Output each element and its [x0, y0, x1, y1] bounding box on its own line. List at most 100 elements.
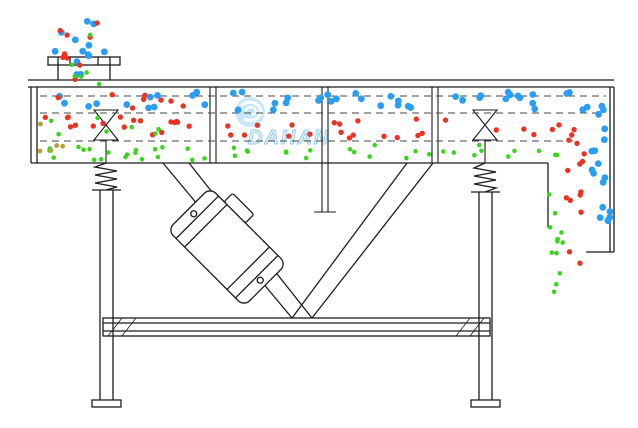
particle-red — [394, 134, 400, 141]
particle-blue — [601, 125, 609, 133]
particle-green — [76, 144, 81, 150]
particle-green — [185, 146, 190, 151]
particle-red — [94, 20, 100, 26]
particle-red — [549, 126, 556, 133]
particle-blue — [387, 93, 395, 100]
watermark-logo-swirl — [239, 100, 263, 122]
particle-green — [559, 230, 564, 235]
right-coil-spring — [471, 162, 499, 193]
particle-blue — [93, 100, 100, 107]
cross-beam — [102, 317, 491, 337]
particle-yellow — [48, 148, 54, 154]
particle-red — [130, 117, 137, 124]
deck-rib-plates — [209, 87, 439, 213]
particle-green — [347, 146, 353, 152]
particle-green — [536, 148, 542, 154]
right-spring-mount — [471, 109, 499, 163]
particle-green — [551, 289, 557, 295]
particle-green — [372, 142, 378, 148]
particle-blue — [595, 110, 602, 118]
particle-red — [567, 197, 573, 204]
particle-red — [563, 195, 570, 201]
particle-blue — [590, 170, 597, 177]
particle-green — [232, 153, 238, 158]
particle-green — [124, 152, 130, 157]
particle-blue — [315, 97, 322, 104]
particle-red — [158, 97, 164, 103]
particle-blue — [531, 105, 539, 113]
motor-terminal-box — [224, 193, 254, 223]
structure-lines — [28, 56, 615, 408]
particle-red — [72, 122, 79, 128]
particle-red — [64, 114, 71, 121]
particle-red — [55, 94, 61, 101]
particle-green — [476, 142, 482, 148]
particle-blue — [596, 214, 604, 222]
particle-green — [152, 147, 158, 152]
particle-red — [64, 32, 70, 38]
particle-green — [87, 32, 93, 38]
particle-green — [303, 155, 309, 161]
particle-red — [581, 151, 587, 157]
particle-blue — [352, 90, 360, 97]
particle-red — [241, 132, 248, 138]
particle-blue — [604, 217, 612, 225]
particle-green — [512, 148, 517, 154]
particle-blue — [599, 203, 607, 211]
particle-green — [48, 118, 54, 124]
particle-green — [81, 147, 86, 152]
particle-red — [121, 124, 128, 130]
particle-red — [142, 92, 148, 99]
particle-blue — [529, 91, 537, 98]
particle-green — [554, 250, 559, 256]
particle-red — [168, 119, 174, 125]
particle-blue — [150, 103, 158, 111]
left-leg — [91, 189, 122, 408]
particle-blue — [452, 93, 460, 100]
particle-green — [91, 157, 97, 162]
particle-green — [549, 250, 555, 255]
particle-red — [566, 137, 572, 143]
particle-green — [72, 73, 78, 79]
particle-red — [228, 132, 234, 138]
particle-blue — [238, 88, 246, 96]
particle-red — [254, 122, 261, 128]
particle-red — [569, 132, 575, 138]
particle-green — [557, 271, 563, 276]
particle-green — [56, 132, 61, 137]
particle-blue — [189, 92, 197, 99]
particle-red — [415, 132, 421, 139]
particle-green — [129, 124, 134, 130]
particle-yellow — [37, 148, 43, 154]
particle-red — [381, 133, 387, 139]
particle-green — [560, 240, 565, 245]
particle-blue — [271, 99, 279, 107]
particle-red — [72, 76, 78, 83]
particle-green — [555, 238, 560, 244]
particle-red — [42, 114, 48, 121]
particle-red — [565, 167, 571, 174]
particle-red — [577, 260, 583, 266]
particle-red — [129, 105, 136, 111]
watermark-logo-swirl-inner — [244, 106, 257, 116]
particle-blue — [566, 89, 573, 96]
particle-blue — [579, 106, 587, 114]
particle-red — [60, 54, 66, 60]
particle-blue — [154, 92, 161, 99]
particle-red — [493, 127, 499, 133]
particle-blue — [234, 106, 242, 114]
particle-yellow — [54, 143, 60, 148]
particle-red — [109, 92, 115, 98]
particle-red — [90, 123, 97, 129]
particle-green — [84, 70, 89, 75]
beam-hatching — [107, 317, 485, 337]
particle-green — [426, 152, 432, 157]
particle-red — [578, 189, 584, 195]
particle-green — [479, 148, 484, 154]
particle-green — [190, 157, 195, 163]
particle-green — [153, 131, 158, 136]
particle-blue — [606, 208, 614, 216]
particle-blue — [201, 101, 209, 109]
